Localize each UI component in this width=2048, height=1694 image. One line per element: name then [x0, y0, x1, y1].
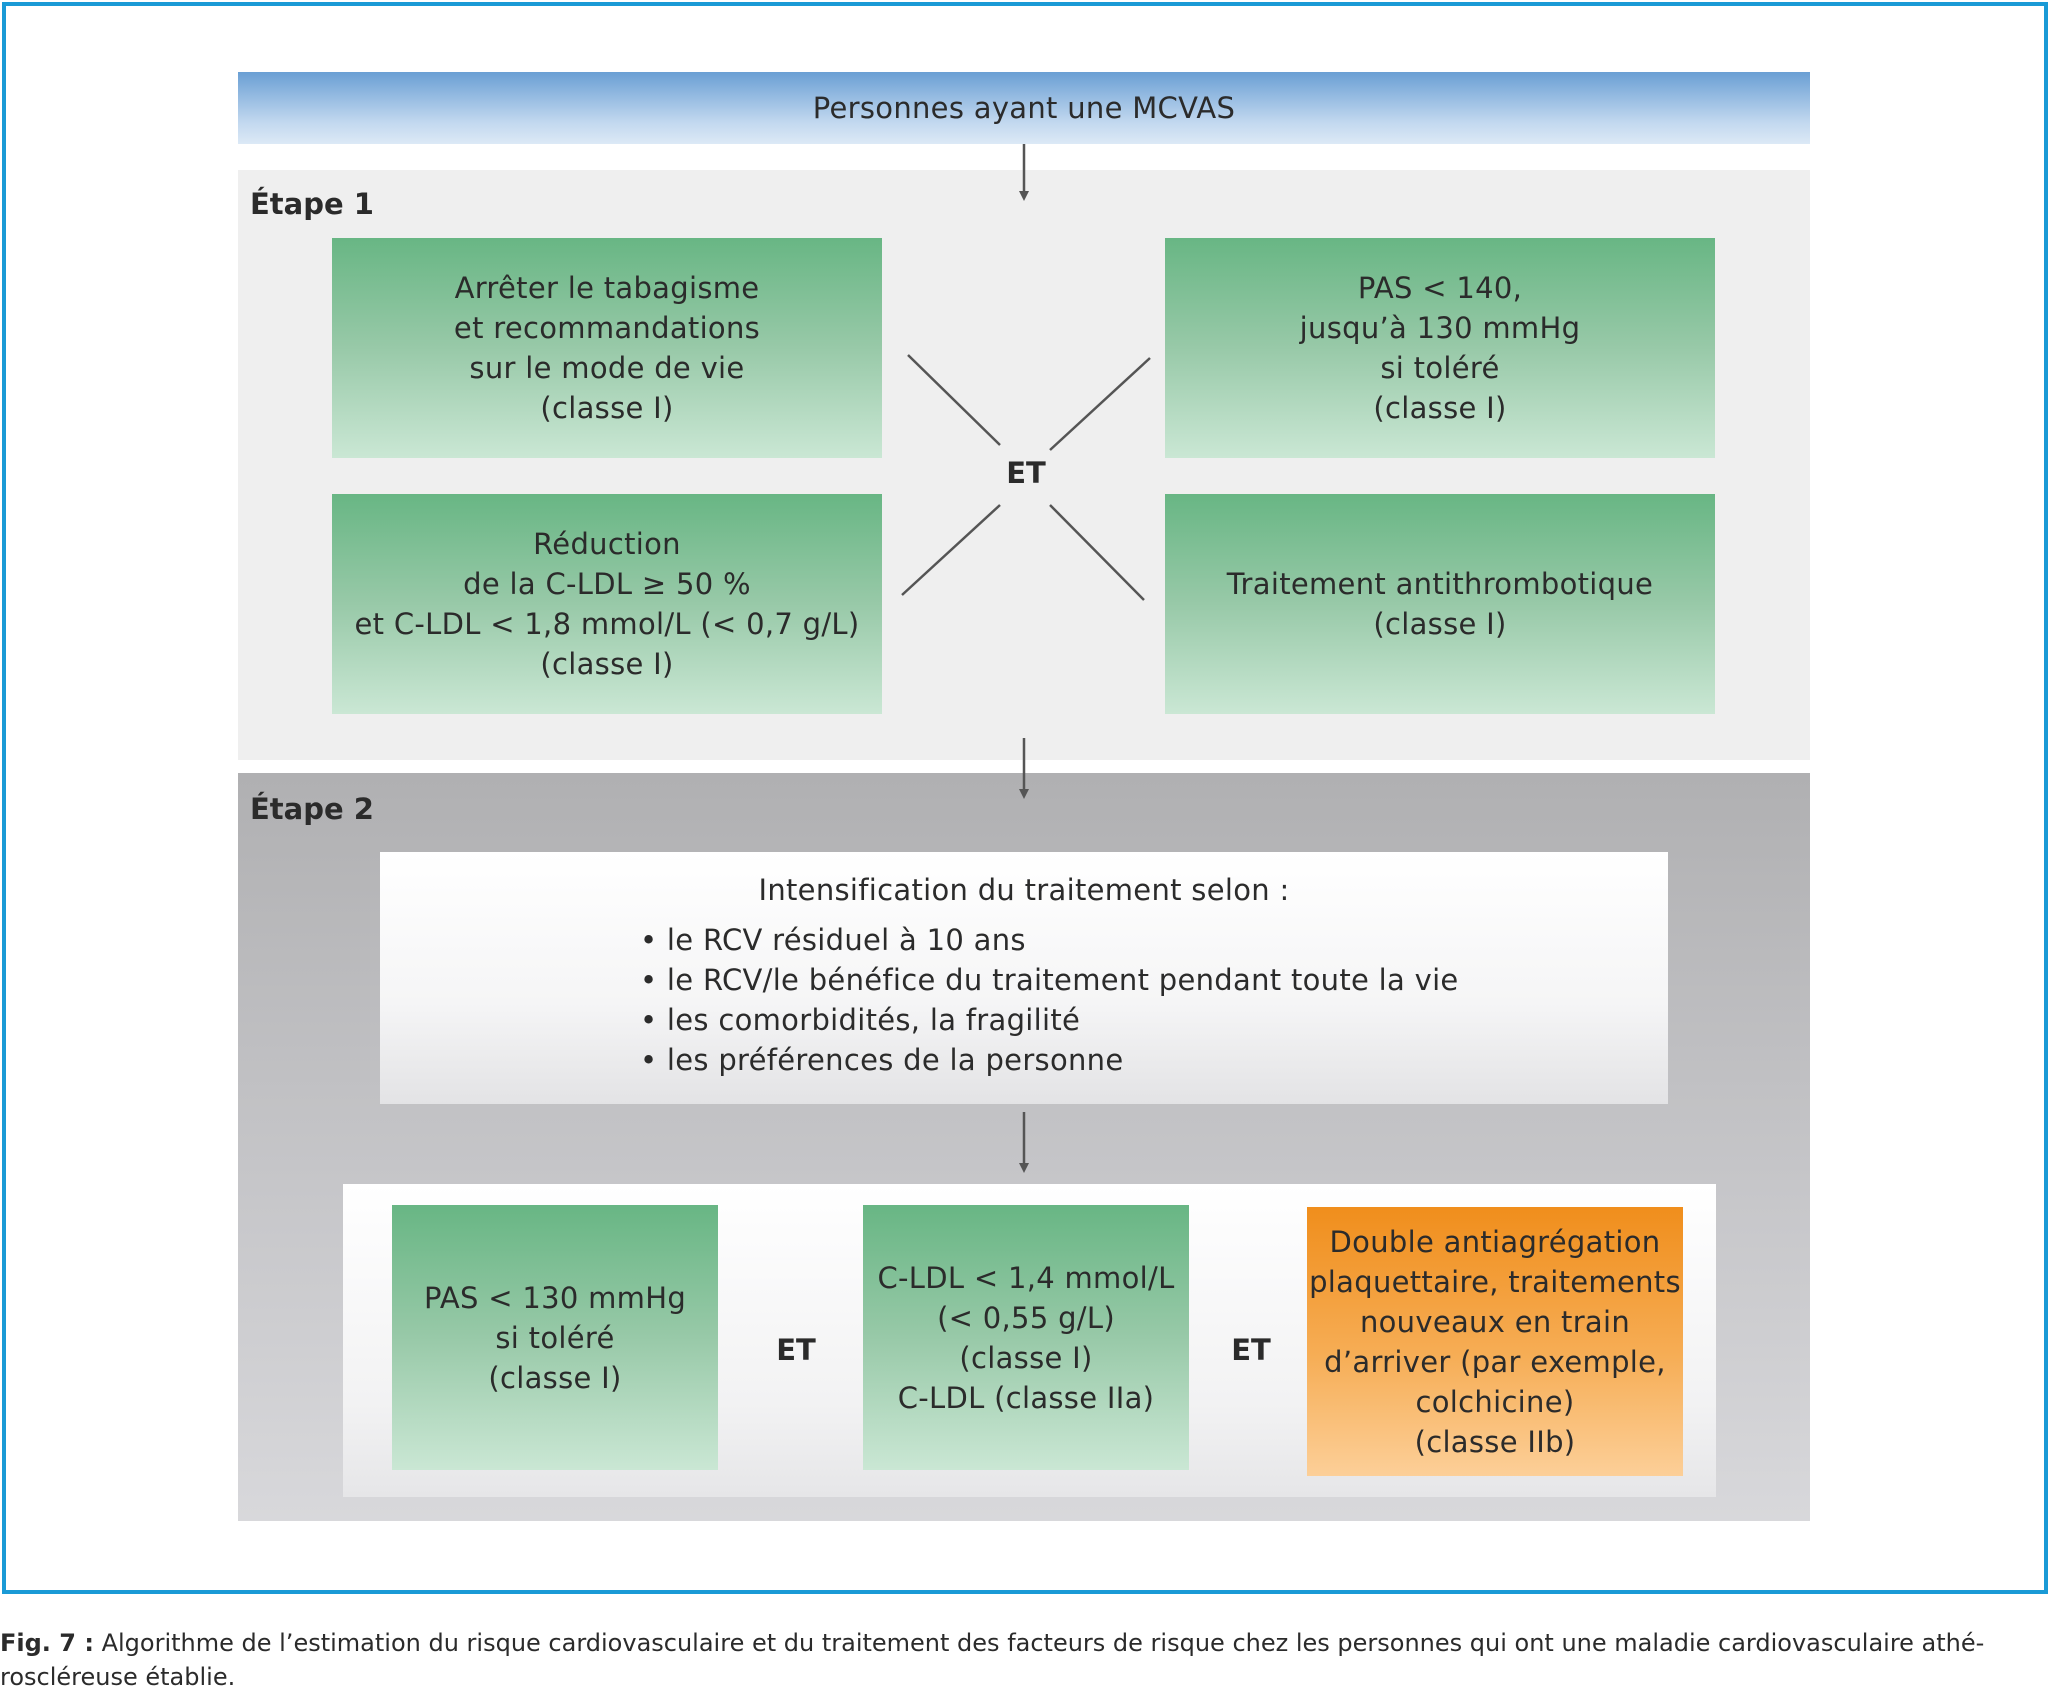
- box-line: d’arriver (par exemple,: [1324, 1344, 1666, 1379]
- step2-label: Étape 2: [250, 792, 374, 826]
- list-item: • le RCV résiduel à 10 ans: [640, 923, 1026, 957]
- header-title: Personnes ayant une MCVAS: [812, 91, 1236, 125]
- step1-label: Étape 1: [250, 187, 374, 221]
- intensification-box: [380, 852, 1668, 1104]
- box-line: (classe I): [1373, 607, 1507, 641]
- box-line: C-LDL < 1,4 mmol/L: [877, 1260, 1175, 1295]
- list-item: • le RCV/le bénéfice du traitement penda…: [640, 963, 1459, 997]
- box-line: et C-LDL < 1,8 mmol/L (< 0,7 g/L): [354, 607, 860, 641]
- box-line: colchicine): [1415, 1384, 1575, 1419]
- box-line: Double antiagrégation: [1329, 1224, 1661, 1259]
- target-box-ldl: C-LDL < 1,4 mmol/L (< 0,55 g/L) (classe …: [863, 1205, 1189, 1470]
- intensification-title: Intensification du traitement selon :: [758, 873, 1290, 907]
- box-line: nouveaux en train: [1359, 1304, 1631, 1339]
- box-line: sur le mode de vie: [469, 351, 745, 385]
- target-box-blood-pressure: PAS < 130 mmHg si toléré (classe I): [392, 1205, 718, 1470]
- box-line: (classe I): [540, 647, 674, 681]
- step1-box-antithrombotic: Traitement antithrombotique (classe I): [1165, 494, 1715, 714]
- box-line: (classe I): [488, 1360, 622, 1395]
- x-line-top-left: [907, 354, 1001, 446]
- list-item: • les préférences de la personne: [640, 1043, 1124, 1077]
- x-line-bottom-left: [901, 504, 1001, 596]
- list-item: • les comorbidités, la fragilité: [640, 1003, 1081, 1037]
- caption-text-line2: roscléreuse établie.: [0, 1663, 236, 1691]
- header-bar: Personnes ayant une MCVAS: [238, 72, 1810, 144]
- x-line-top-right: [1049, 357, 1151, 451]
- box-line: si toléré: [1380, 351, 1500, 385]
- step1-box-blood-pressure: PAS < 140, jusqu’à 130 mmHg si toléré (c…: [1165, 238, 1715, 458]
- box-line: PAS < 140,: [1357, 271, 1523, 305]
- step2-et-label-1: ET: [776, 1333, 816, 1367]
- box-line: Arrêter le tabagisme: [454, 271, 760, 305]
- x-line-bottom-right: [1049, 504, 1145, 601]
- figure-caption: Fig. 7 : Algorithme de l’estimation du r…: [0, 1626, 2046, 1694]
- box-line: si toléré: [495, 1320, 615, 1355]
- box-line: (classe I): [959, 1340, 1093, 1375]
- box-line: plaquettaire, traitements: [1309, 1264, 1681, 1299]
- caption-text-line1: Algorithme de l’estimation du risque car…: [101, 1629, 1985, 1657]
- box-line: (classe I): [540, 391, 674, 425]
- caption-label: Fig. 7 :: [0, 1629, 94, 1657]
- box-line: (classe I): [1373, 391, 1507, 425]
- step1-box-ldl: Réduction de la C-LDL ≥ 50 % et C-LDL < …: [332, 494, 882, 714]
- target-box-antiplatelet: Double antiagrégation plaquettaire, trai…: [1307, 1207, 1683, 1476]
- box-line: de la C-LDL ≥ 50 %: [463, 567, 751, 601]
- intensification-list: • le RCV résiduel à 10 ans • le RCV/le b…: [640, 920, 1459, 1080]
- box-line: C-LDL (classe IIa): [897, 1380, 1155, 1415]
- box-line: Réduction: [533, 527, 681, 561]
- box-line: (classe IIb): [1414, 1424, 1576, 1459]
- step1-et-label: ET: [1006, 456, 1046, 490]
- step2-et-label-2: ET: [1231, 1333, 1271, 1367]
- box-line: (< 0,55 g/L): [937, 1300, 1115, 1335]
- step1-box-lifestyle: Arrêter le tabagisme et recommandations …: [332, 238, 882, 458]
- box-line: PAS < 130 mmHg: [423, 1280, 687, 1315]
- box-line: jusqu’à 130 mmHg: [1299, 311, 1581, 345]
- box-line: Traitement antithrombotique: [1226, 567, 1654, 601]
- box-line: et recommandations: [453, 311, 761, 345]
